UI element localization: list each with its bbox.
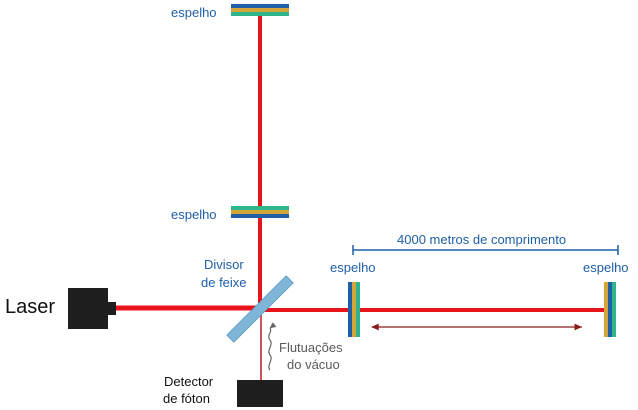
mirror-top-label: espelho bbox=[171, 5, 217, 20]
arm-length-label: 4000 metros de comprimento bbox=[397, 232, 566, 247]
mirror-mid-label: espelho bbox=[171, 207, 217, 222]
laser-label: Laser bbox=[5, 296, 55, 318]
detector-label-line1: Detector bbox=[164, 374, 214, 389]
detector-label-line2: de fóton bbox=[163, 391, 210, 406]
arm-length-dimension bbox=[352, 245, 619, 255]
laser-box-icon bbox=[68, 288, 116, 329]
detector-box-icon bbox=[237, 380, 283, 407]
mirror-top bbox=[231, 4, 289, 16]
wavy-arrow-icon bbox=[268, 322, 277, 371]
mirror-far bbox=[604, 282, 616, 337]
mirror-far-label: espelho bbox=[583, 260, 629, 275]
fluct-label-line2: do vácuo bbox=[287, 357, 340, 372]
splitter-label-line1: Divisor bbox=[204, 257, 244, 272]
mirror-mid bbox=[231, 206, 289, 218]
beam-splitter bbox=[226, 275, 294, 343]
mirror-near bbox=[348, 282, 360, 337]
mirror-near-label: espelho bbox=[330, 260, 376, 275]
splitter-label-line2: de feixe bbox=[201, 275, 247, 290]
fluct-label-line1: Flutuações bbox=[279, 340, 343, 355]
